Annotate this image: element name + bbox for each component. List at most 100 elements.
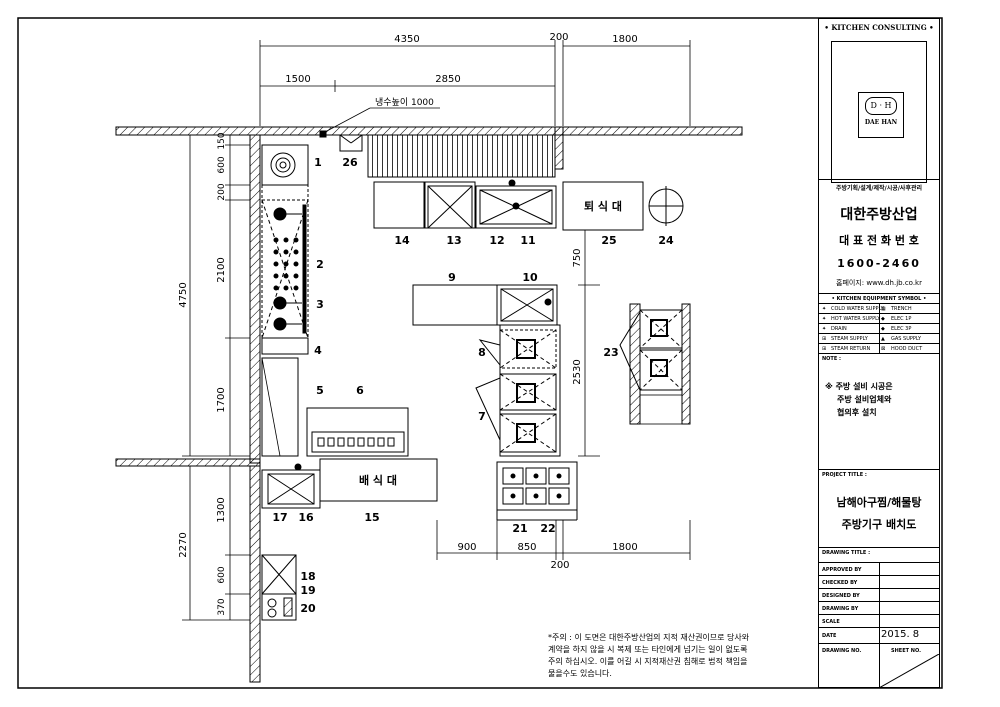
equipment-26: [319, 130, 363, 152]
scale-label: SCALE: [822, 619, 840, 625]
dim-1700: 1700: [216, 387, 227, 412]
item-number: 8: [478, 346, 486, 359]
item-number: 7: [478, 410, 486, 423]
project-title-1: 남해아구찜/해물탕: [836, 496, 922, 509]
symbol-left: STEAM SUPPLY: [831, 336, 868, 342]
symbol-row: ✦HOT WATER SUPPLY◆ELEC 1P: [819, 313, 939, 324]
item-number-labels: 1 2 3 4 5 6 7 8 9 10 11 12 13 14 15 16 1…: [272, 156, 674, 615]
phone-number: 1600-2460: [837, 257, 921, 270]
symbol-right: TRENCH: [891, 306, 912, 312]
item-number: 26: [342, 156, 358, 169]
symbol-row: ✦COLD WATER SUPPLY▦TRENCH: [819, 303, 939, 314]
copyright-line: *주의 : 이 도면은 대한주방산업의 지적 재산권이므로 당사와: [548, 632, 750, 642]
equipment-24-bin: [648, 186, 684, 226]
equipment-23: [619, 309, 683, 425]
equipment-15-pass-table: [319, 458, 438, 502]
item-number: 17: [272, 511, 287, 524]
item-number: 22: [540, 522, 555, 535]
symbol-header: • KITCHEN EQUIPMENT SYMBOL •: [819, 293, 939, 302]
leader-line: [324, 107, 371, 133]
burner-group: [273, 207, 302, 331]
left-wall-lower: [249, 465, 261, 683]
wall-section-23b: [681, 303, 691, 425]
dim-750: 750: [572, 248, 583, 267]
top-wall: [115, 126, 743, 136]
equipment-5-outline: [261, 357, 281, 457]
dimension-lines-bottom: [436, 520, 691, 560]
item-number: 1: [314, 156, 322, 169]
dimension-lines-top: [259, 40, 691, 126]
copyright-line: 주의 하십시오. 이를 어길 시 지적재산권 침해로 법적 책임을: [548, 656, 748, 666]
logo-frame: D · H DAE HAN: [858, 92, 904, 138]
logo-mark: D · H: [865, 97, 897, 115]
symbol-right: HOOD DUCT: [891, 346, 923, 352]
dim-600b: 600: [217, 566, 227, 583]
drawing-by-label: DRAWING BY: [822, 606, 859, 612]
drawing-no-label: DRAWING NO.: [822, 648, 862, 654]
note-text-3: 협의후 설치: [837, 408, 877, 417]
equipment-7-8-cookers: [475, 324, 561, 457]
dim-200-bottom: 200: [550, 560, 569, 571]
item-number: 3: [316, 298, 324, 311]
dim-1800-top: 1800: [612, 34, 637, 45]
symbol-right: ELEC 1P: [891, 316, 912, 322]
dimension-lines-left: [182, 134, 250, 621]
item-number: 19: [300, 584, 315, 597]
item-number: 13: [446, 234, 461, 247]
item-number: 18: [300, 570, 315, 583]
title-block-header: • KITCHEN CONSULTING •: [824, 23, 934, 32]
water-height-note: 냉수높이 1000: [375, 97, 434, 108]
checked-row: CHECKED BY: [819, 575, 939, 589]
symbol-left: COLD WATER SUPPLY: [831, 306, 884, 312]
dim-2850: 2850: [435, 74, 460, 85]
company-name: 대한주방산업: [840, 207, 918, 223]
drawing-title-label: DRAWING TITLE :: [819, 547, 939, 558]
logo-box: D · H DAE HAN: [831, 41, 927, 183]
sheet-diagonal: [879, 654, 939, 688]
item-number: 9: [448, 271, 456, 284]
dim-1300: 1300: [216, 497, 227, 522]
equipment-9-10: [412, 284, 558, 326]
dim-1800-bottom: 1800: [612, 542, 637, 553]
item-number: 21: [512, 522, 527, 535]
item-number: 14: [394, 234, 410, 247]
project-label: PROJECT TITLE :: [819, 469, 939, 480]
symbol-right: ELEC 3P: [891, 326, 912, 332]
symbol-row: ⊞STEAM SUPPLY▲GAS SUPPLY: [819, 333, 939, 344]
drawing-border: [17, 17, 943, 689]
title-block: • KITCHEN CONSULTING • D · H DAE HAN 주방기…: [818, 18, 940, 688]
wall-stub: [554, 126, 564, 170]
sheet-no-label: SHEET NO.: [891, 648, 921, 654]
equipment-4: [261, 337, 309, 355]
middle-wall-left: [115, 458, 261, 467]
symbol-row: ✦DRAIN◆ELEC 3P: [819, 323, 939, 334]
item-number: 20: [300, 602, 316, 615]
item-number: 2: [316, 258, 324, 271]
item-number: 25: [601, 234, 616, 247]
dim-850: 850: [517, 542, 536, 553]
dim-2270: 2270: [178, 532, 189, 557]
item-number: 4: [314, 344, 322, 357]
item-number: 5: [316, 384, 324, 397]
note-text-1: ※ 주방 설비 시공은: [825, 382, 893, 391]
equipment-16-sink: [261, 463, 321, 509]
approved-label: APPROVED BY: [822, 567, 862, 573]
dim-2530: 2530: [572, 359, 583, 384]
date-label: DATE: [822, 633, 837, 639]
symbol-right: GAS SUPPLY: [891, 336, 922, 342]
services-line: 주방기획/설계/제작/시공/사후관리: [819, 179, 939, 192]
drawing-by-row: DRAWING BY: [819, 601, 939, 615]
scale-row: SCALE: [819, 614, 939, 628]
logo-name: DAE HAN: [864, 119, 898, 126]
equipment-1-range: [261, 144, 309, 186]
homepage: 홈페이지: www.dh.jb.co.kr: [836, 279, 922, 287]
pass-in-label: 배 식 대: [359, 473, 397, 487]
symbol-left: DRAIN: [831, 326, 847, 332]
item-number: 6: [356, 384, 364, 397]
designed-row: DESIGNED BY: [819, 588, 939, 602]
copyright-notice: *주의 : 이 도면은 대한주방산업의 지적 재산권이므로 당사와 계약을 하지…: [548, 632, 750, 678]
project-title-2: 주방기구 배치도: [841, 518, 917, 531]
dim-370: 370: [217, 598, 227, 615]
symbol-row: ⊞STEAM RETURN⊠HOOD DUCT: [819, 343, 939, 354]
